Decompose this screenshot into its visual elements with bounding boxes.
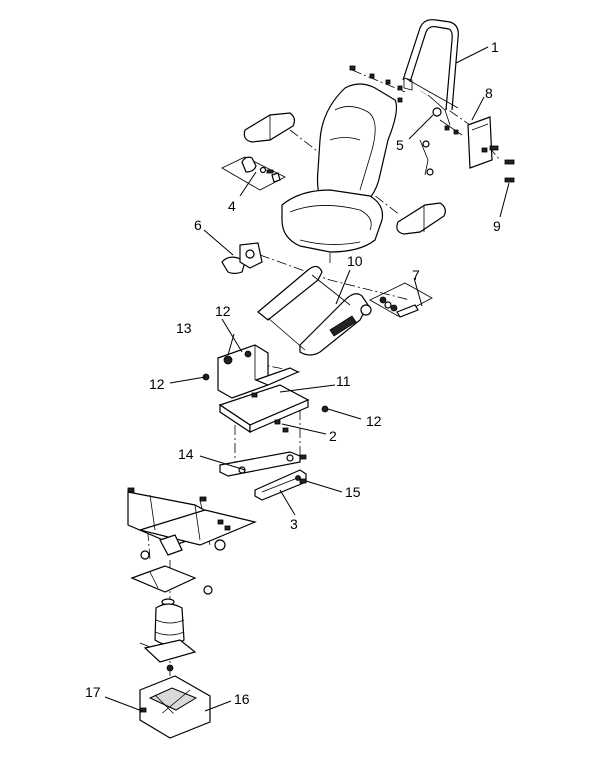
- seat-cushion: [281, 189, 384, 253]
- callout-8: 8: [485, 85, 493, 101]
- callout-16: 16: [234, 691, 250, 707]
- callout-17: 17: [85, 684, 101, 700]
- callout-13: 13: [176, 320, 192, 336]
- callout-3: 3: [290, 516, 298, 532]
- callout-2: 2: [329, 428, 337, 444]
- recline-lever: [221, 242, 263, 275]
- backrest-handle-frame: [402, 19, 463, 176]
- callout-11: 11: [336, 373, 351, 389]
- callout-10: 10: [347, 253, 363, 269]
- callout-labels: 1 8 5 4 9 6 7 10 12 13 12 11 12 2 14 15 …: [85, 39, 501, 707]
- base-lever-plate: [139, 639, 197, 672]
- side-bracket: [444, 116, 515, 183]
- knob-assembly: [221, 156, 286, 191]
- left-armrest: [243, 112, 296, 143]
- seat-base-scissor: [139, 675, 211, 739]
- link-bar: [219, 451, 307, 477]
- callout-9: 9: [493, 218, 501, 234]
- pin-kit: [369, 282, 433, 318]
- callout-12-left: 12: [149, 376, 165, 392]
- callout-6: 6: [194, 217, 202, 233]
- right-armrest: [396, 202, 446, 235]
- air-spring: [154, 598, 185, 646]
- callout-14: 14: [178, 446, 194, 462]
- upper-adapter-plate: [202, 344, 300, 399]
- callout-7: 7: [412, 267, 420, 283]
- leader-lines: [104, 46, 510, 712]
- lower-bracket: [130, 565, 213, 595]
- slide-rail: [254, 469, 307, 501]
- callout-1: 1: [491, 39, 499, 55]
- mount-plate: [218, 384, 329, 434]
- seat-slide-frame: [257, 265, 372, 356]
- callout-12-right: 12: [366, 413, 382, 429]
- base-riser-frame: [127, 487, 257, 560]
- callout-4: 4: [228, 198, 236, 214]
- callout-12-top: 12: [215, 303, 231, 319]
- top-fasteners: [349, 65, 403, 103]
- callout-15: 15: [345, 484, 361, 500]
- callout-5: 5: [396, 137, 404, 153]
